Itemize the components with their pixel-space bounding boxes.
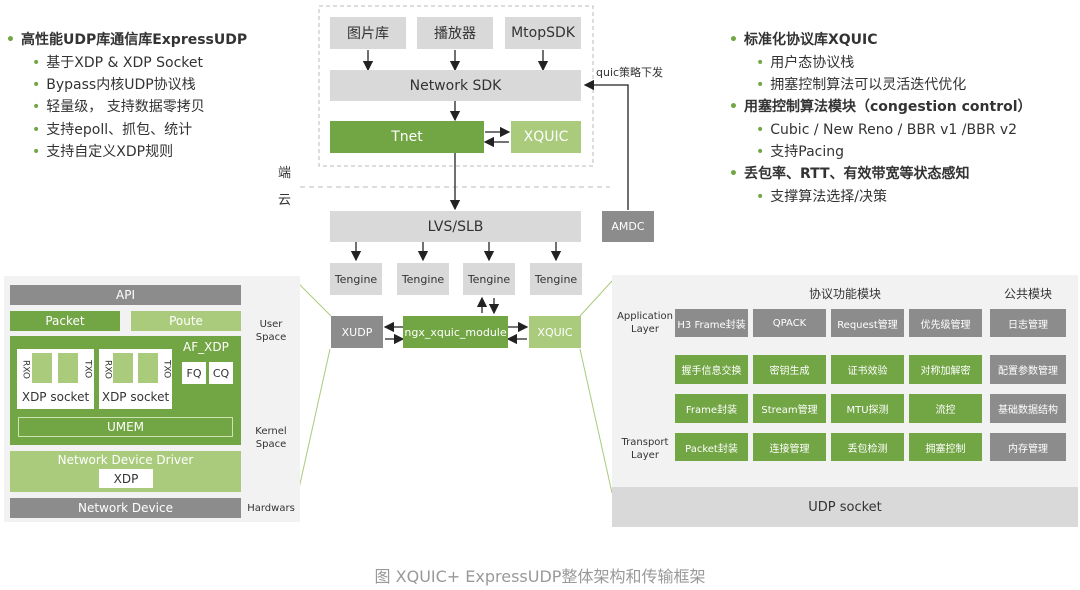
api-box: API — [10, 285, 241, 305]
app-image-library: 图片库 — [330, 17, 406, 49]
left-bullet-item: •轻量级， 支持数据零拷贝 — [32, 99, 205, 115]
umem-box: UMEM — [18, 417, 233, 437]
module-flow-control: 流控 — [909, 394, 982, 423]
packet-box: Packet — [10, 311, 120, 331]
rxo-label: RXO — [20, 360, 31, 379]
udp-socket-bar: UDP socket — [612, 487, 1078, 527]
rx-ring — [32, 353, 52, 383]
fq-box: FQ — [182, 362, 206, 384]
public-data-structures: 基础数据结构 — [990, 394, 1066, 423]
left-bullet-item: •基于XDP & XDP Socket — [32, 55, 204, 71]
module-handshake: 握手信息交换 — [675, 355, 748, 384]
public-memory: 内存管理 — [990, 433, 1066, 461]
module-frame: Frame封装 — [675, 394, 748, 423]
module-mtu: MTU探测 — [831, 394, 904, 423]
right-bullet-item: •Cubic / New Reno / BBR v1 /BBR v2 — [756, 122, 1018, 138]
xdp-box: XDP — [99, 469, 153, 488]
xdp-socket-label: XDP socket — [101, 390, 170, 404]
module-connection: 连接管理 — [753, 433, 826, 461]
protocol-header: 协议功能模块 — [808, 287, 881, 301]
right-bullet-main: •标准化协议库XQUIC — [729, 32, 878, 48]
kernel-space-label: Kernel Space — [255, 426, 287, 450]
module-priority: 优先级管理 — [909, 309, 982, 337]
right-bullet-item: •拥塞控制算法可以灵活迭代优化 — [756, 77, 967, 93]
tengine-box: Tengine — [530, 263, 582, 295]
tengine-box: Tengine — [330, 263, 382, 295]
figure-caption: 图 XQUIC+ ExpressUDP整体架构和传输框架 — [374, 567, 706, 586]
cloud-side-label: 云 — [278, 193, 292, 208]
left-bullet-item: •支持自定义XDP规则 — [32, 144, 174, 160]
module-congestion: 拥塞控制 — [909, 433, 982, 461]
public-logging: 日志管理 — [990, 309, 1066, 337]
client-side-label: 端 — [278, 166, 292, 181]
right-bullet-item: •支持Pacing — [756, 144, 845, 160]
cq-box: CQ — [209, 362, 233, 384]
user-space-label: User Space — [255, 319, 287, 343]
tengine-box: Tengine — [397, 263, 449, 295]
tx-ring — [58, 353, 78, 383]
cloud-xquic-box: XQUIC — [529, 316, 581, 348]
module-cert-verify: 证书效验 — [831, 355, 904, 384]
public-config: 配置参数管理 — [990, 355, 1066, 384]
left-bullet-item: •Bypass内核UDP协议栈 — [32, 77, 196, 93]
module-key-gen: 密钥生成 — [753, 355, 826, 384]
rxo-label: RXO — [102, 360, 113, 379]
network-sdk: Network SDK — [330, 70, 581, 101]
module-qpack: QPACK — [753, 309, 826, 337]
driver-label: Network Device Driver — [57, 453, 194, 467]
af-xdp-label: AF_XDP — [183, 340, 229, 354]
left-bullet-item: •支持epoll、抓包、统计 — [32, 122, 193, 138]
module-symmetric-crypto: 对称加解密 — [909, 355, 982, 384]
right-bullet-item: •支撑算法选择/决策 — [756, 189, 887, 205]
module-stream: Stream管理 — [753, 394, 826, 423]
xdp-socket-card — [99, 349, 172, 409]
right-bullet-item: •用户态协议栈 — [756, 55, 855, 71]
app-player: 播放器 — [417, 17, 493, 49]
transport-layer-label: Transport Layer — [621, 437, 669, 461]
xdp-socket-card — [17, 349, 94, 409]
left-bullet-main: •高性能UDP库通信库ExpressUDP — [6, 32, 248, 48]
module-loss-detect: 丢包检测 — [831, 433, 904, 461]
module-request: Request管理 — [831, 309, 904, 337]
right-bullet-main: •用塞控制算法模块（congestion control） — [729, 99, 1032, 115]
client-xquic-box: XQUIC — [511, 121, 581, 153]
xudp-box: XUDP — [331, 316, 383, 348]
hardware-label: Hardwars — [247, 503, 295, 514]
tnet-box: Tnet — [330, 121, 484, 153]
module-h3-frame: H3 Frame封装 — [675, 309, 748, 337]
app-mtopsdk: MtopSDK — [505, 17, 581, 49]
quic-policy-label: quic策略下发 — [596, 66, 664, 79]
rx-ring — [113, 353, 133, 383]
tengine-box: Tengine — [463, 263, 515, 295]
public-header: 公共模块 — [1003, 287, 1052, 301]
tx-ring — [138, 353, 158, 383]
ngx-xquic-module-box: ngx_xquic_module — [403, 316, 508, 348]
right-bullet-main: •丢包率、RTT、有效带宽等状态感知 — [729, 166, 970, 182]
poute-box: Poute — [131, 311, 241, 331]
network-device-box: Network Device — [10, 498, 241, 518]
module-packet: Packet封装 — [675, 433, 748, 461]
amdc-box: AMDC — [602, 211, 654, 242]
txo-label: TXO — [161, 360, 172, 379]
lvs-slb-box: LVS/SLB — [330, 211, 581, 242]
txo-label: TXO — [82, 360, 93, 379]
app-layer-label: Application Layer — [617, 311, 673, 335]
xdp-socket-label: XDP socket — [21, 390, 90, 404]
